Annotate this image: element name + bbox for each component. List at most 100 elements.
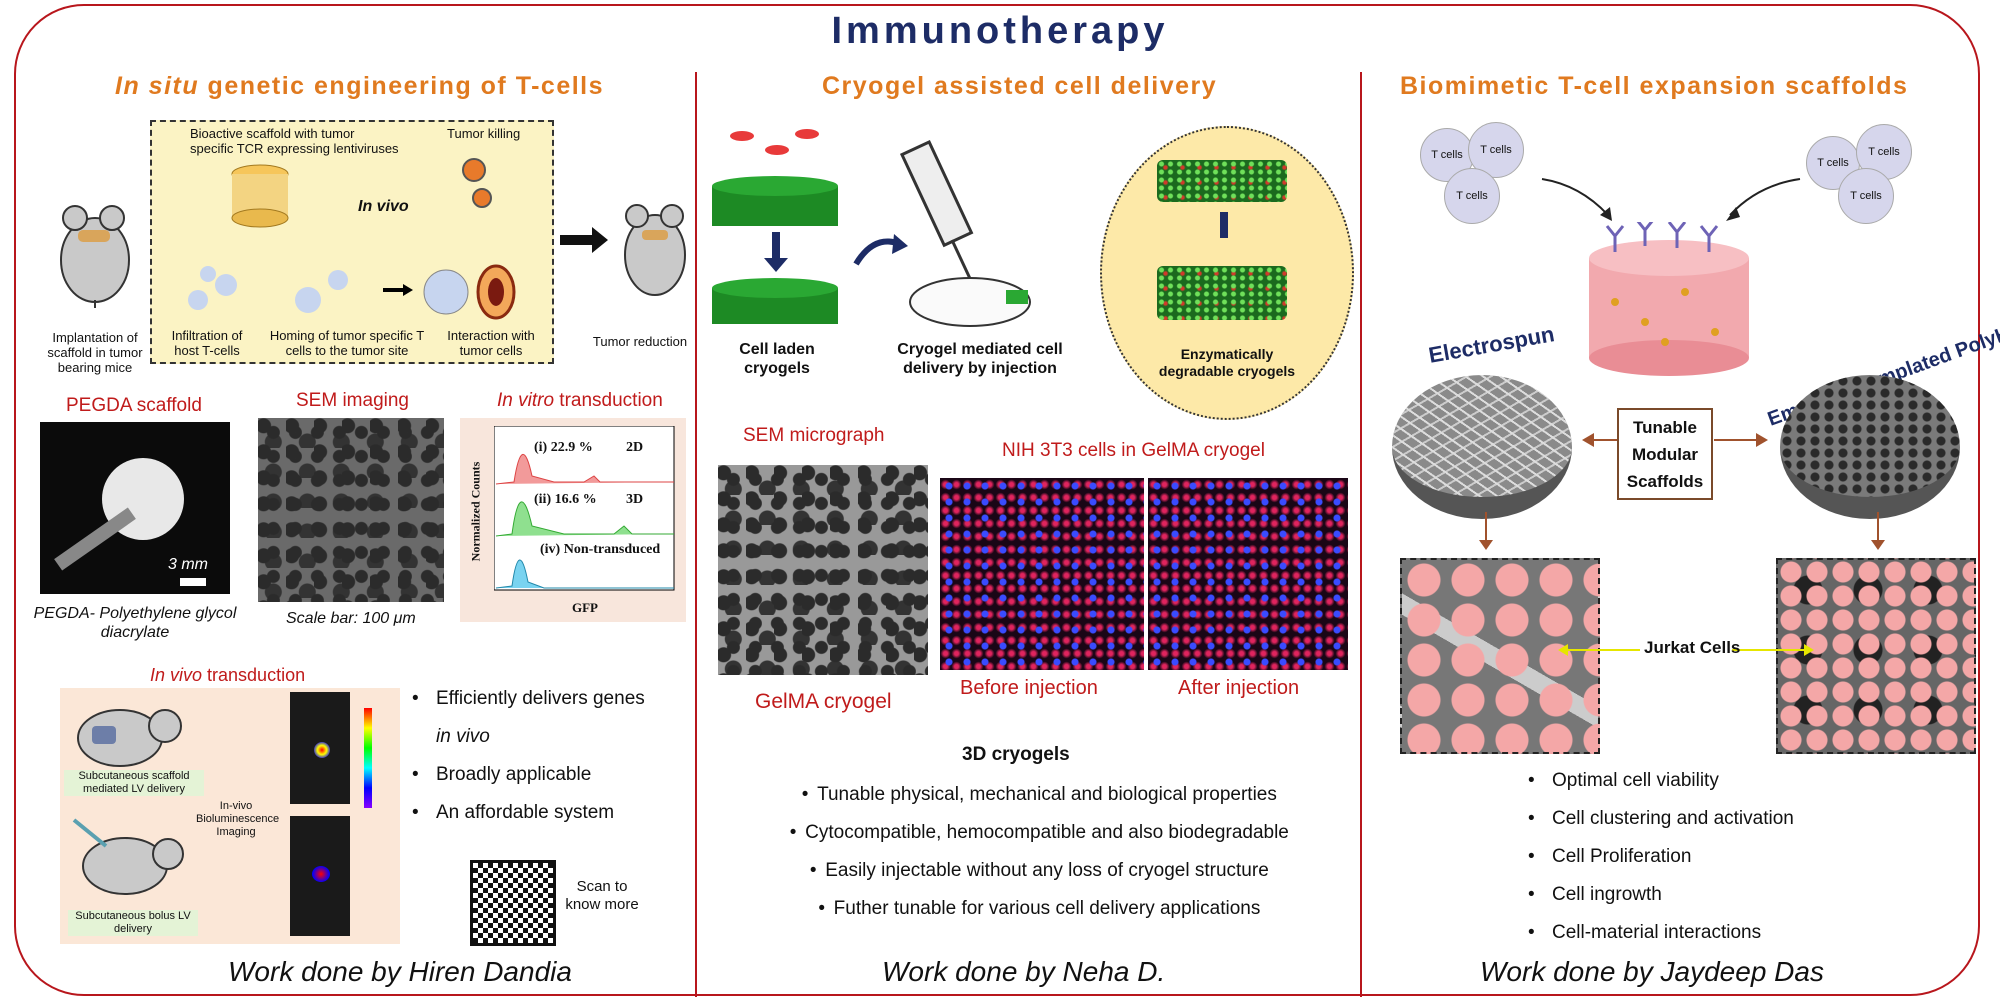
arrow-to-scaffold-right [1726,178,1801,221]
pegda-photo: 3 mm [40,422,230,594]
syringe-mouse-illustration [899,139,1031,327]
sem-image [258,418,444,602]
invitro-title: In vitro transduction [497,390,663,411]
hist-ii-tag: 3D [626,492,644,507]
outer-frame [14,4,1980,996]
cryogel-mediated-label: Cryogel mediated cell delivery by inject… [897,341,1063,377]
pegda-scale-bar [180,578,206,586]
bli-image-bottom [290,816,350,936]
hist-i-tag: 2D [626,440,644,455]
jurkat-electrospun-image [1400,558,1600,754]
hist-ylabel: Normalized Counts [468,461,483,562]
qr-code[interactable] [470,860,556,946]
cryogel-disk-degraded [1157,266,1287,320]
left-bullets: •Efficiently delivers genes in vivo •Bro… [412,680,645,832]
pegda-caption: PEGDA- Polyethylene glycol diacrylate [33,605,237,641]
arrow-to-polyhipe [1714,433,1768,447]
mouse-reduced-illustration [624,204,686,296]
before-injection-image [940,478,1144,670]
in-vivo-label: In vivo [358,198,409,215]
pegda-scale-label: 3 mm [168,556,208,573]
credit-middle: Work done by Neha D. [882,956,1166,987]
left-bullet-item: •Broadly applicable [412,764,592,785]
bli-label: In-vivo Bioluminescence Imaging [196,800,280,838]
t-cell-migration-illustration [188,264,516,320]
after-label: After injection [1178,677,1300,699]
polyhipe-scaffold-image [1780,375,1960,519]
page-title: Immunotherapy [831,10,1169,52]
section-title-left: In situ genetic engineering of T-cells [115,72,605,100]
gelma-label: GelMA cryogel [755,690,892,713]
nih-title: NIH 3T3 cells in GelMA cryogel [1002,440,1265,461]
hist-i-label: (i) 22.9 % [534,440,593,455]
sem-micrograph-image [718,465,928,675]
hist-xlabel: GFP [572,600,598,615]
divider-right [1360,72,1362,997]
t-cell-cluster-left: T cells T cells T cells [1420,122,1540,238]
section-title-middle: Cryogel assisted cell delivery [822,72,1218,100]
middle-bullet-item: •Cytocompatible, hemocompatible and also… [789,822,1289,843]
middle-bullets: •Tunable physical, mechanical and biolog… [720,776,1350,928]
tumor-reduction-label: Tumor reduction [592,334,688,349]
arrow-right-icon [560,227,608,253]
jurkat-label: Jurkat Cells [1644,638,1741,657]
subq-scaffold-label: Subcutaneous scaffold mediated LV delive… [64,770,204,796]
mouse-implant-illustration [60,205,130,308]
arrow-down-left [1479,512,1493,550]
middle-bullet-item: •Easily injectable without any loss of c… [809,860,1269,881]
implantation-label: Implantation of scaffold in tumor bearin… [47,330,143,375]
divider-left [695,72,697,997]
after-injection-image [1148,478,1348,670]
sem-scale-caption: Scale bar: 100 μm [286,610,416,627]
scaffold-cylinder-icon [231,164,289,228]
right-bullet-item: •Cell clustering and activation [1528,808,1794,829]
sem-micrograph-title: SEM micrograph [743,425,885,446]
left-bullet-item: in vivo [436,726,490,747]
cell-laden-cryogels-illustration [712,129,838,324]
flow-histogram [494,426,675,591]
pegda-title: PEGDA scaffold [66,395,202,416]
infiltration-label: Infiltration of host T-cells [171,328,243,358]
left-bullet-item: •An affordable system [412,802,615,823]
middle-bullet-item: •Futher tunable for various cell deliver… [818,898,1261,919]
arrow-down-right [1871,512,1885,550]
tunable-scaffolds-box: Tunable Modular Scaffolds [1617,408,1713,500]
section-title-right: Biomimetic T-cell expansion scaffolds [1400,72,1909,100]
left-bullet-item: •Efficiently delivers genes [412,688,645,709]
antibody-scaffold-illustration [1589,222,1749,376]
credit-left: Work done by Hiren Dandia [228,956,572,987]
tumor-killing-label: Tumor killing [447,126,521,141]
curved-arrow-icon [853,234,908,266]
jurkat-pointer-arrows [1558,644,1814,656]
t-cell-cluster-right: T cells T cells T cells [1806,124,1926,238]
bioactive-label: Bioactive scaffold with tumor specific T… [190,126,399,156]
invivo-title: In vivo transduction [150,665,306,685]
degradable-cryogel-circle: Enzymatically degradable cryogels [1100,126,1354,420]
t-cell: T cells [1444,168,1500,224]
t-cell: T cells [1420,128,1474,182]
enzymatic-label: Enzymatically degradable cryogels [1158,346,1296,379]
right-bullet-item: •Cell Proliferation [1528,846,1692,867]
right-bullet-item: •Cell ingrowth [1528,884,1662,905]
jurkat-polyhipe-image [1776,558,1976,754]
before-label: Before injection [960,677,1098,699]
subq-bolus-label: Subcutaneous bolus LV delivery [68,910,198,936]
right-bullets: •Optimal cell viability •Cell clustering… [1528,762,1794,952]
invitro-histogram-panel: (i) 22.9 % 2D (ii) 16.6 % 3D (iv) Non-tr… [460,418,686,622]
interaction-label: Interaction with tumor cells [447,328,535,358]
cell-laden-label: Cell laden cryogels [739,341,815,377]
hist-ii-label: (ii) 16.6 % [534,492,597,507]
mouse-scaffold-icon [77,709,182,767]
tumor-cells-icon [462,158,492,208]
cryogels-3d-heading: 3D cryogels [962,744,1070,765]
credit-right: Work done by Jaydeep Das [1480,956,1824,987]
arrow-to-scaffold-left [1541,178,1612,221]
invivo-panel: Subcutaneous scaffold mediated LV delive… [60,688,400,944]
hist-iv-label: (iv) Non-transduced [540,542,661,557]
scan-label: Scan to know more [565,878,639,913]
electrospun-scaffold-image [1392,375,1572,519]
mouse-bolus-icon [72,818,184,895]
t-cell: T cells [1838,168,1894,224]
right-bullet-item: •Optimal cell viability [1528,770,1719,791]
bli-color-scale [364,708,372,808]
